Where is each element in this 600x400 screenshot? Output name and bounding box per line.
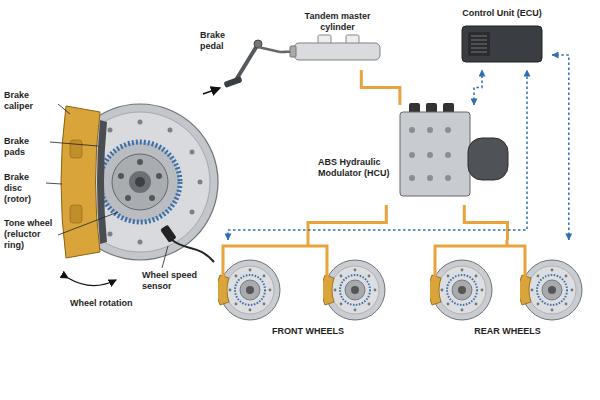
hcu-block	[400, 103, 508, 196]
brake-disc	[62, 104, 218, 260]
node-label: REAR WHEELS	[420, 326, 595, 337]
hydraulic-line	[464, 205, 507, 240]
speed-sensor	[160, 225, 177, 243]
rotation-arrow	[68, 278, 116, 286]
node-label: ABS Hydraulic Modulator (HCU)	[318, 157, 398, 179]
brake-pads	[97, 120, 107, 244]
hydraulic-line	[308, 205, 386, 240]
push-rod	[280, 50, 290, 53]
part-label: Wheel rotation	[70, 298, 150, 309]
part-label: Brake caliper	[4, 90, 58, 112]
brake-line-branches	[223, 240, 525, 280]
leader-lines	[46, 104, 168, 268]
hcu-node: ABS Hydraulic Modulator (HCU)	[318, 105, 513, 205]
node-label: FRONT WHEELS	[208, 326, 408, 337]
part-label: Brake disc (rotor)	[4, 172, 48, 205]
node-label: Brake pedal	[200, 30, 236, 52]
push-arrow	[203, 88, 220, 94]
brake-caliper	[61, 106, 100, 258]
ecu-node: Control Unit (ECU)	[452, 8, 552, 70]
master-cylinder-node: Tandem master cylinder	[290, 11, 385, 70]
signal-line	[552, 55, 569, 240]
part-label: Tone wheel (reluctor ring)	[4, 218, 60, 251]
wheel-group: REAR WHEELS	[420, 240, 595, 345]
part-label: Brake pads	[4, 136, 50, 158]
signal-line	[474, 70, 482, 105]
brake-pedal	[224, 40, 280, 88]
node-label: Tandem master cylinder	[290, 11, 385, 33]
hydraulic-line	[361, 70, 400, 105]
ecu-box	[462, 26, 542, 62]
pedal-node: Brake pedal	[200, 30, 280, 100]
master-cylinder	[290, 35, 380, 60]
node-label: Control Unit (ECU)	[452, 8, 552, 19]
wheel-group: FRONT WHEELS	[208, 240, 408, 345]
signal-line	[228, 70, 527, 240]
sensor-cable	[172, 240, 214, 262]
part-label: Wheel speed sensor	[142, 270, 204, 292]
